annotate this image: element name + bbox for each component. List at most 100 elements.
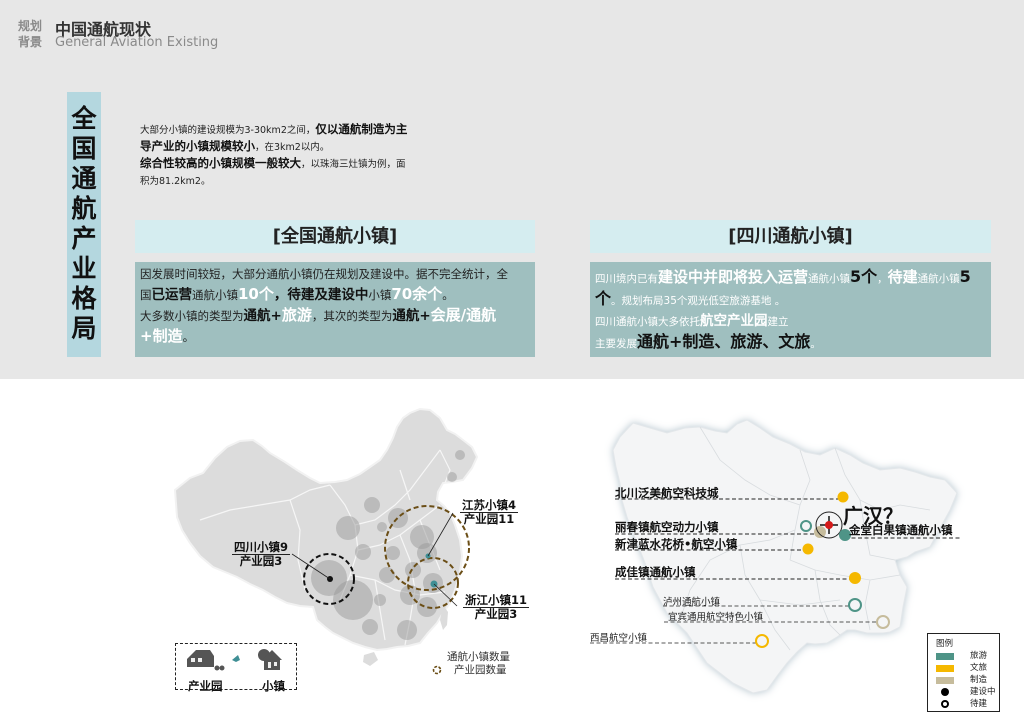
legend-park-label: 产业园 — [188, 679, 223, 693]
park-town-legend: 产业园 小镇 — [175, 643, 297, 693]
sichuan-park-ring — [303, 553, 355, 605]
panel-text: 。 — [442, 288, 454, 302]
zhejiang-park-ring — [407, 557, 459, 609]
guanghan-target-icon — [815, 511, 843, 539]
side-title-bar: 全 国 通 航 产 业 格 局 — [67, 92, 101, 357]
legend-label: 建设中 — [970, 687, 996, 697]
panel-text: ，其次的类型为 — [311, 309, 393, 323]
panel-emphasis: 通航+ — [392, 308, 431, 324]
section-tag-line2: 背景 — [18, 35, 43, 49]
town-label-jintang: 金堂白果镇通航小镇 — [849, 523, 953, 537]
panel-highlight: +制造 — [140, 327, 183, 345]
guanghan-question-label: 广汉？ — [843, 504, 903, 528]
map-label-zhejiang: 浙江小镇11 产业园3 — [458, 593, 534, 621]
panel-line: 四川境内已有建设中并即将投入运营通航小镇5个，待建通航小镇5 — [595, 267, 991, 289]
manufacturing-swatch — [936, 677, 954, 684]
operating-count: 5个 — [850, 267, 878, 286]
panel-line: 国已运营通航小镇10个，待建及建设中小镇70余个。 — [140, 284, 535, 305]
intro-text: 积为81.2km2。 — [140, 176, 211, 187]
arrow-icon — [232, 655, 240, 662]
panel-text: 。 — [810, 338, 821, 350]
panel-text: 。规划布局35个观光低空旅游基地 。 — [611, 295, 786, 307]
town-icon — [258, 649, 282, 670]
legend-icons — [187, 649, 282, 671]
panel-text: 因发展时间较短，大部分通航小镇仍在规划及建设中。据不完全统计，全 — [140, 267, 508, 281]
panel-text: 建立 — [767, 316, 789, 328]
town-label-yibin: 宜宾通用航空特色小镇 — [668, 612, 764, 623]
panel-text: 通航小镇 — [808, 273, 851, 285]
side-title-char: 航 — [71, 194, 97, 223]
panel-text: 四川境内已有 — [595, 273, 658, 285]
legend-title: 图例 — [936, 639, 954, 649]
national-panel-body: 因发展时间较短，大部分通航小镇仍在规划及建设中。据不完全统计，全 国已运营通航小… — [135, 262, 535, 357]
sichuan-panel-title: [四川通航小镇] — [590, 220, 991, 253]
town-label-beichuan: 北川泛美航空科技城 — [615, 486, 719, 500]
panel-line: +制造。 — [140, 326, 535, 347]
panel-line: 主要发展通航+制造、旅游、文旅。 — [595, 331, 991, 355]
town-label-xichang: 西昌航空小镇 — [590, 633, 648, 644]
province-town-count: 四川小镇9 — [231, 540, 290, 555]
intro-paragraph: 大部分小镇的建设规模为3-30km2之间，仅以通航制造为主 导产业的小镇规模较小… — [140, 121, 440, 189]
section-tag: 规划 背景 — [18, 18, 42, 50]
side-title-char: 格 — [71, 284, 97, 313]
province-town-count: 江苏小镇4 — [459, 498, 518, 513]
panel-text: 国 — [140, 288, 152, 302]
panel-highlight: 航空产业园 — [700, 313, 768, 329]
legend-label: 制造 — [970, 675, 988, 685]
panel-text: 小镇 — [368, 288, 392, 302]
legend-label: 旅游 — [970, 651, 988, 661]
sichuan-panel-body: 四川境内已有建设中并即将投入运营通航小镇5个，待建通航小镇5 个。规划布局35个… — [590, 262, 991, 357]
panel-highlight: 旅游 — [281, 306, 312, 324]
intro-emphasis: 仅以通航制造为主 — [315, 122, 408, 136]
legend-label: 待建 — [970, 699, 988, 709]
sichuan-legend: 图例 旅游 文旅 制造 建设中 待建 — [927, 633, 1000, 712]
side-title-char: 国 — [71, 134, 97, 163]
intro-emphasis: 导产业的小镇规模较小 — [140, 139, 255, 153]
panel-highlight: 建设中并即将投入运营 — [658, 268, 809, 286]
panel-text: 主要发展 — [595, 338, 637, 350]
map-label-sichuan: 四川小镇9 产业园3 — [228, 540, 294, 568]
culture-tourism-swatch — [936, 665, 954, 672]
filled-dot-icon — [941, 688, 949, 696]
planned-count: 5 — [959, 267, 971, 286]
legend-item-under-construction: 建设中 — [936, 687, 996, 698]
panel-emphasis: ，待建及建设中 — [273, 287, 369, 303]
town-label-xinjin: 新津蓝水花桥•航空小镇 — [615, 537, 738, 551]
page-title: 中国通航现状 — [55, 20, 152, 39]
panel-text: 。 — [182, 330, 195, 344]
map-label-jiangsu: 江苏小镇4 产业园11 — [455, 498, 523, 526]
planned-count-unit: 个 — [595, 289, 612, 308]
intro-line: 积为81.2km2。 — [140, 172, 440, 189]
planned-count: 70余个 — [391, 285, 443, 303]
intro-line: 导产业的小镇规模较小，在3km2以内。 — [140, 138, 440, 155]
sichuan-leader-lines — [590, 498, 962, 644]
intro-text: ，以珠海三灶镇为例，面 — [301, 159, 406, 170]
panel-line: 个。规划布局35个观光低空旅游基地 。 — [595, 289, 991, 311]
province-park-count: 产业园11 — [463, 512, 515, 526]
tourism-swatch — [936, 653, 954, 660]
panel-emphasis: 通航+制造、旅游、文旅 — [637, 332, 811, 351]
page-subtitle: General Aviation Existing — [55, 35, 219, 50]
panel-highlight: 会展/通航 — [430, 306, 497, 324]
panel-text: 通航小镇 — [917, 273, 960, 285]
panel-line: 四川通航小镇大多依托航空产业园建立 — [595, 311, 991, 331]
industrial-park-icon — [187, 650, 225, 671]
town-label-luzhou: 泸州通航小镇 — [663, 597, 721, 608]
ring-icon — [941, 700, 949, 708]
legend-item-planned: 待建 — [936, 699, 996, 710]
province-park-count: 产业园3 — [474, 607, 518, 621]
national-panel-title: [全国通航小镇] — [135, 220, 535, 253]
panel-text: 通航小镇 — [192, 288, 238, 302]
panel-text: 大多数小镇的类型为 — [140, 309, 244, 323]
panel-line: 因发展时间较短，大部分通航小镇仍在规划及建设中。据不完全统计，全 — [140, 263, 535, 284]
size-legend-parks: 产业园数量 — [454, 664, 507, 676]
legend-item-tourism: 旅游 — [936, 651, 996, 662]
intro-line: 大部分小镇的建设规模为3-30km2之间，仅以通航制造为主 — [140, 121, 440, 138]
panel-highlight: 待建 — [887, 268, 918, 286]
panel-emphasis: 通航+ — [243, 308, 282, 324]
legend-item-manufacturing: 制造 — [936, 675, 996, 686]
province-park-count: 产业园3 — [239, 554, 283, 568]
size-legend-towns: 通航小镇数量 — [447, 651, 510, 663]
side-title-char: 业 — [71, 254, 97, 283]
